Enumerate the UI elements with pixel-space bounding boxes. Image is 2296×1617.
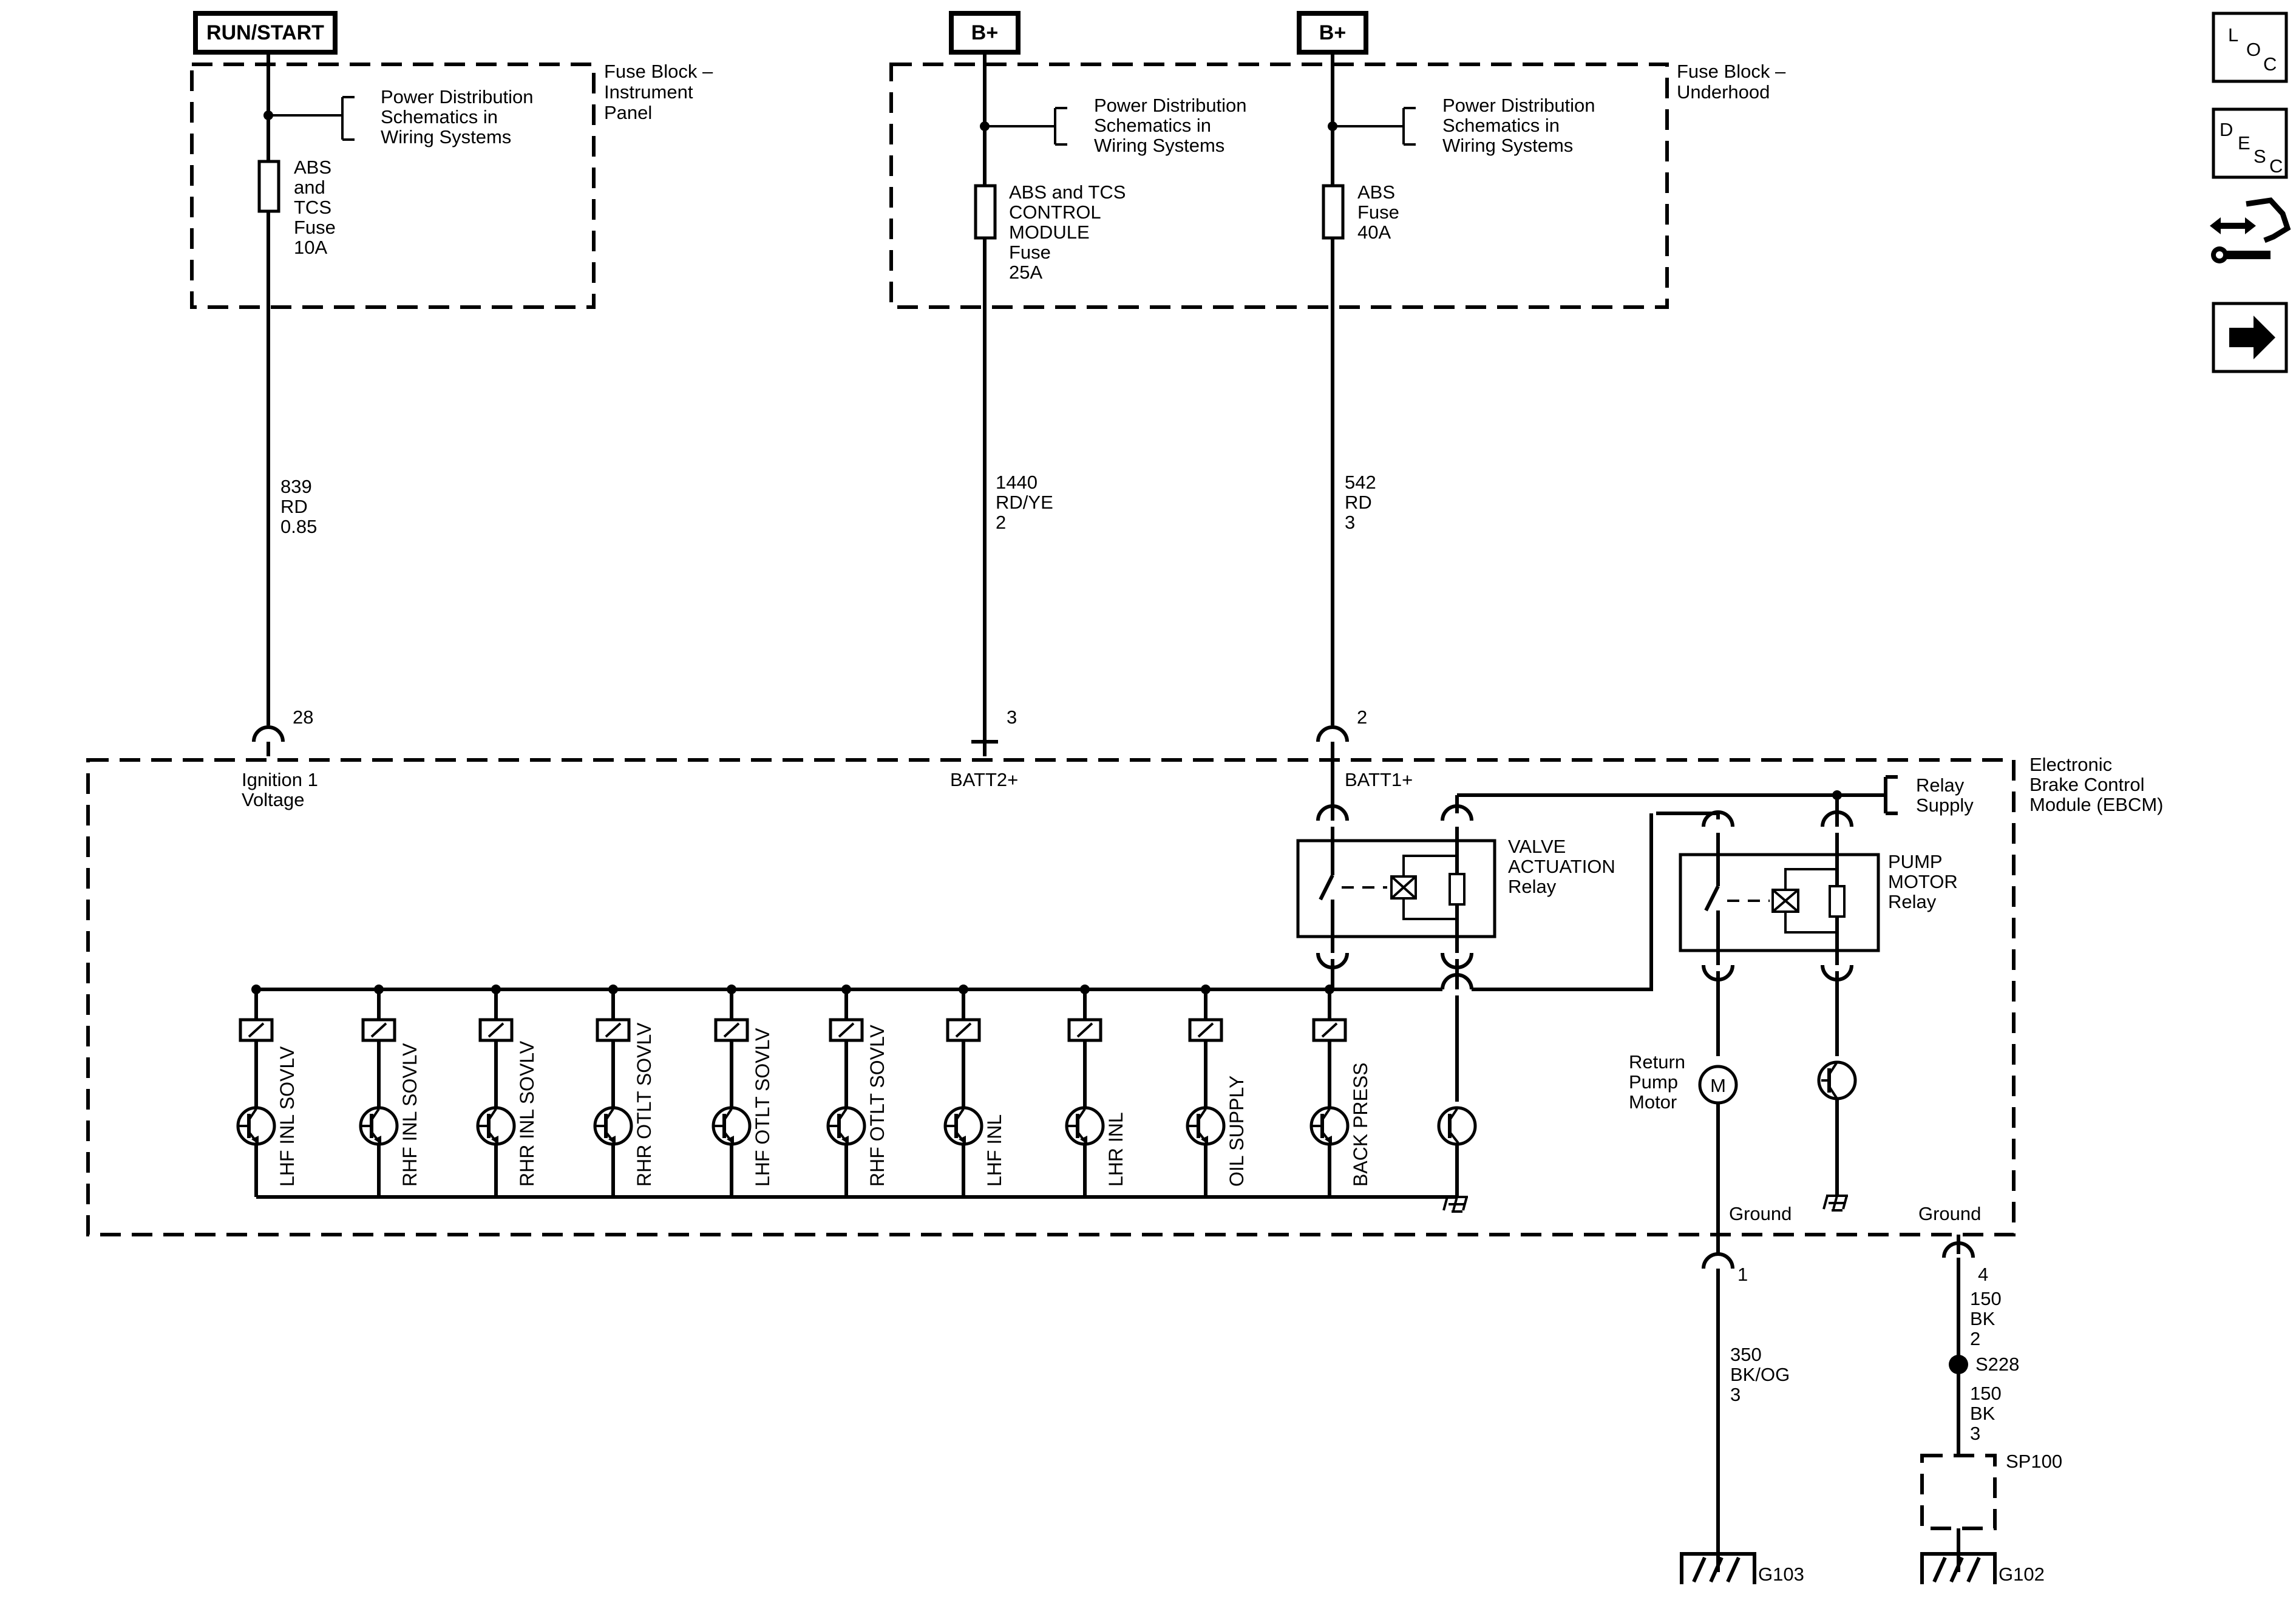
power-dist-ref-1[interactable]: Power Distribution Schematics in Wiring … [381,86,538,147]
circuit-150-label-b: 150 BK 3 [1970,1383,2006,1444]
next-button[interactable] [2212,302,2288,373]
solenoid-branch: RHR OTLT SOVLV [593,985,655,1197]
desc-button[interactable]: D E S C [2212,107,2288,179]
solenoid-label: LHR INL [1105,1112,1127,1187]
bplus-source-tag-2: B+ [1297,11,1368,55]
power-dist-ref-2[interactable]: Power Distribution Schematics in Wiring … [1094,95,1252,156]
bplus-label-1: B+ [971,21,998,44]
batt1-label: BATT1+ [1345,769,1413,790]
valve-actuation-relay-label: VALVE ACTUATION Relay [1508,836,1620,897]
circuit-350-label: 350 BK/OG 3 [1730,1344,1795,1405]
solenoid-branch: OIL SUPPLY [1186,985,1248,1197]
svg-text:3: 3 [1007,707,1017,728]
solenoid-branch: BACK PRESS [1309,985,1371,1197]
solenoid-label: RHF OTLT SOVLV [866,1025,888,1187]
ground-g102-symbol [1920,1552,1997,1584]
splice-s228 [1949,1355,1968,1374]
fuse-abs-40a-label: ABS Fuse 40A [1357,181,1405,243]
svg-text:2: 2 [1357,707,1367,728]
fuse-abs-tcs-cm-25a-label: ABS and TCS CONTROL MODULE Fuse 25A [1009,181,1131,283]
repair-button[interactable] [2210,197,2291,263]
run-start-source-tag: RUN/START [193,11,338,55]
splice-pack-sp100 [1920,1454,1997,1530]
bplus-source-tag-1: B+ [949,11,1021,55]
connector-pin-3: 3 [971,707,1017,756]
splice-pack-sp100-label: SP100 [2006,1451,2062,1472]
motor-symbol: M [1710,1075,1726,1096]
pump-motor-relay [1679,810,1880,1056]
solenoid-label: LHF INL SOVLV [276,1046,298,1187]
solenoid-label: RHR OTLT SOVLV [633,1022,655,1187]
solenoid-branch: RHF INL SOVLV [359,985,421,1197]
circuit-839-label: 839 RD 0.85 [280,476,317,537]
ebcm-label: Electronic Brake Control Module (EBCM) [2029,754,2164,815]
solenoid-label: LHF INL [983,1114,1005,1187]
ebcm-module-box [86,758,2016,1236]
svg-text:C: C [2269,155,2283,177]
solenoid-branch: RHF OTLT SOVLV [826,985,888,1197]
next-arrow-icon [2229,316,2275,359]
batt2-label: BATT2+ [950,769,1018,790]
solenoid-branch: LHF OTLT SOVLV [712,985,773,1197]
return-pump-motor-label: Return Pump Motor [1629,1051,1691,1113]
circuit-542-label: 542 RD 3 [1345,472,1381,533]
fuse-block-underhood-label: Fuse Block – Underhood [1677,61,1791,103]
fuse-block-underhood [889,63,1669,309]
solenoid-label: RHF INL SOVLV [399,1043,421,1187]
solenoid-label: OIL SUPPLY [1226,1076,1248,1187]
svg-text:C: C [2263,53,2277,75]
run-start-label: RUN/START [206,21,324,44]
connector-pin-1: 1 [1702,1241,1748,1572]
ground-g103-label: G103 [1758,1564,1804,1585]
solenoid-branch: LHF INL [943,985,1005,1197]
svg-text:O: O [2246,39,2261,60]
splice-s228-label: S228 [1975,1354,2019,1375]
return-pump-motor: M [1698,1065,1738,1241]
circuit-150-label-a: 150 BK 2 [1970,1288,2006,1349]
svg-text:28: 28 [293,707,313,728]
fuse-abs-tcs-cm-25a [974,184,997,240]
svg-text:1: 1 [1737,1264,1748,1285]
svg-text:S: S [2254,146,2266,167]
circuit-1440-label: 1440 RD/YE 2 [996,472,1058,533]
relay-supply-label: Relay Supply [1916,775,1974,816]
svg-text:E: E [2238,132,2250,154]
connector-pin-2: 2 [1316,707,1367,756]
svg-text:D: D [2220,119,2233,140]
description-icon: D E S C [2220,119,2283,177]
solenoid-array: LHF INL SOVLV RHF INL SOVLV RHR INL SOVLV R… [236,985,1477,1197]
solenoid-label: BACK PRESS [1350,1062,1371,1187]
fuse-abs-tcs-10a [257,160,280,213]
connector-pin-28: 28 [252,707,313,756]
fuse-abs-40a [1322,184,1345,240]
ground-g102-label: G102 [1999,1564,2045,1585]
svg-text:4: 4 [1978,1264,1988,1285]
location-icon: L O C [2228,24,2277,75]
repair-tools-icon [2210,197,2291,263]
ground-label-1: Ground [1729,1203,1792,1224]
ignition-voltage-label: Ignition 1 Voltage [242,769,323,810]
valve-actuation-relay [1296,756,1496,989]
solenoid-branch: RHR INL SOVLV [476,985,538,1197]
ground-g103-symbol [1680,1552,1756,1584]
solenoid-label: LHF OTLT SOVLV [752,1028,773,1187]
solenoid-branch: LHR INL [1065,985,1127,1197]
solenoid-branch: LHF INL SOVLV [236,985,298,1197]
fuse-block-ip-label: Fuse Block – Instrument Panel [604,61,718,123]
ground-label-2: Ground [1918,1203,1981,1224]
loc-button[interactable]: L O C [2212,12,2288,83]
pump-driver-transistor [1817,1060,1857,1212]
bplus-label-2: B+ [1319,21,1346,44]
fuse-block-instrument-panel [190,63,596,309]
power-dist-ref-3[interactable]: Power Distribution Schematics in Wiring … [1442,95,1600,156]
solenoid-label: RHR INL SOVLV [516,1040,538,1187]
fuse-abs-tcs-10a-label: ABS and TCS Fuse 10A [294,157,341,258]
valve-relay-driver-transistor [1437,1106,1477,1197]
svg-text:L: L [2228,24,2238,46]
pump-motor-relay-label: PUMP MOTOR Relay [1888,851,1963,912]
